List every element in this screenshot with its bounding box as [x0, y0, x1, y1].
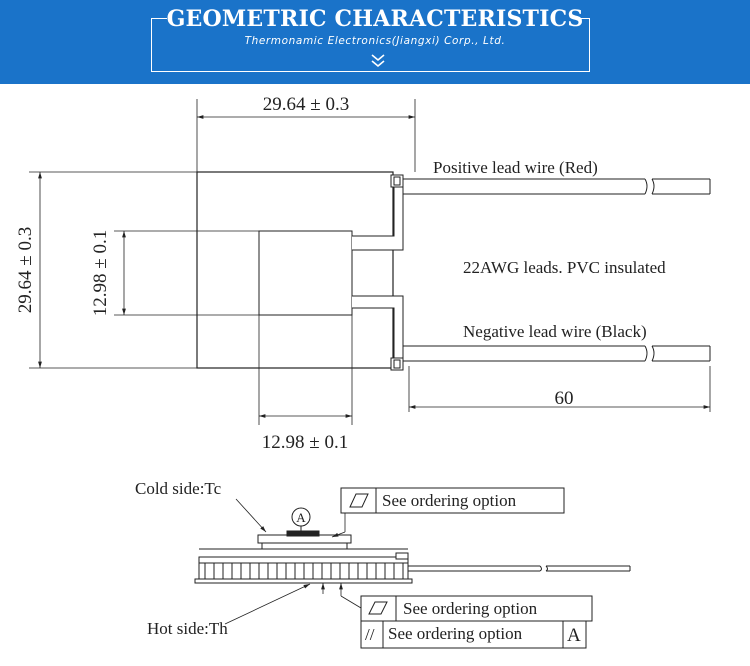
leads-note: 22AWG leads. PVC insulated: [463, 258, 666, 277]
banner-title: GEOMETRIC CHARACTERISTICS: [166, 6, 584, 32]
pellet-row: [199, 548, 408, 558]
banner-frame: [151, 18, 590, 72]
geometry-drawing: 29.64 ± 0.3 29.64 ± 0.3 12.98 ± 0.1 12.9…: [15, 94, 711, 649]
width-dimension: 29.64 ± 0.3: [263, 94, 349, 115]
double-chevron-down-icon: [371, 54, 385, 68]
side-view: [194, 487, 631, 649]
parallelism-symbol: //: [365, 625, 375, 644]
negative-lead-label: Negative lead wire (Black): [463, 322, 647, 341]
header-banner: GEOMETRIC CHARACTERISTICS Thermonamic El…: [0, 0, 750, 84]
positive-lead-label: Positive lead wire (Red): [433, 158, 598, 177]
positive-lead-wire: [352, 174, 711, 251]
banner-subtitle: Thermonamic Electronics(Jiangxi) Corp., …: [244, 35, 506, 47]
inner-ceramic: [258, 230, 353, 316]
parallelism-datum: A: [567, 625, 581, 646]
hot-side-label: Hot side:Th: [147, 619, 228, 638]
flatness-bottom-label: See ordering option: [403, 599, 538, 618]
cold-side-label: Cold side:Tc: [135, 479, 222, 498]
negative-lead-wire: [352, 295, 711, 371]
datum-a-label: A: [296, 510, 306, 525]
top-view: [29, 99, 711, 425]
lead-length-dimension: 60: [555, 388, 574, 409]
thermoelectric-legs: [204, 563, 404, 579]
inner-width-dimension: 12.98 ± 0.1: [262, 432, 348, 453]
parallelism-label: See ordering option: [388, 624, 523, 643]
height-dimension: 29.64 ± 0.3: [15, 227, 36, 313]
flatness-frame-bottom: [360, 595, 397, 622]
hot-side-ceramic: [198, 556, 409, 564]
flatness-top-label: See ordering option: [382, 491, 517, 510]
module-outline: [196, 171, 394, 369]
flatness-frame-top: [340, 487, 377, 514]
inner-height-dimension: 12.98 ± 0.1: [90, 230, 111, 316]
datum-tab: [286, 530, 320, 537]
